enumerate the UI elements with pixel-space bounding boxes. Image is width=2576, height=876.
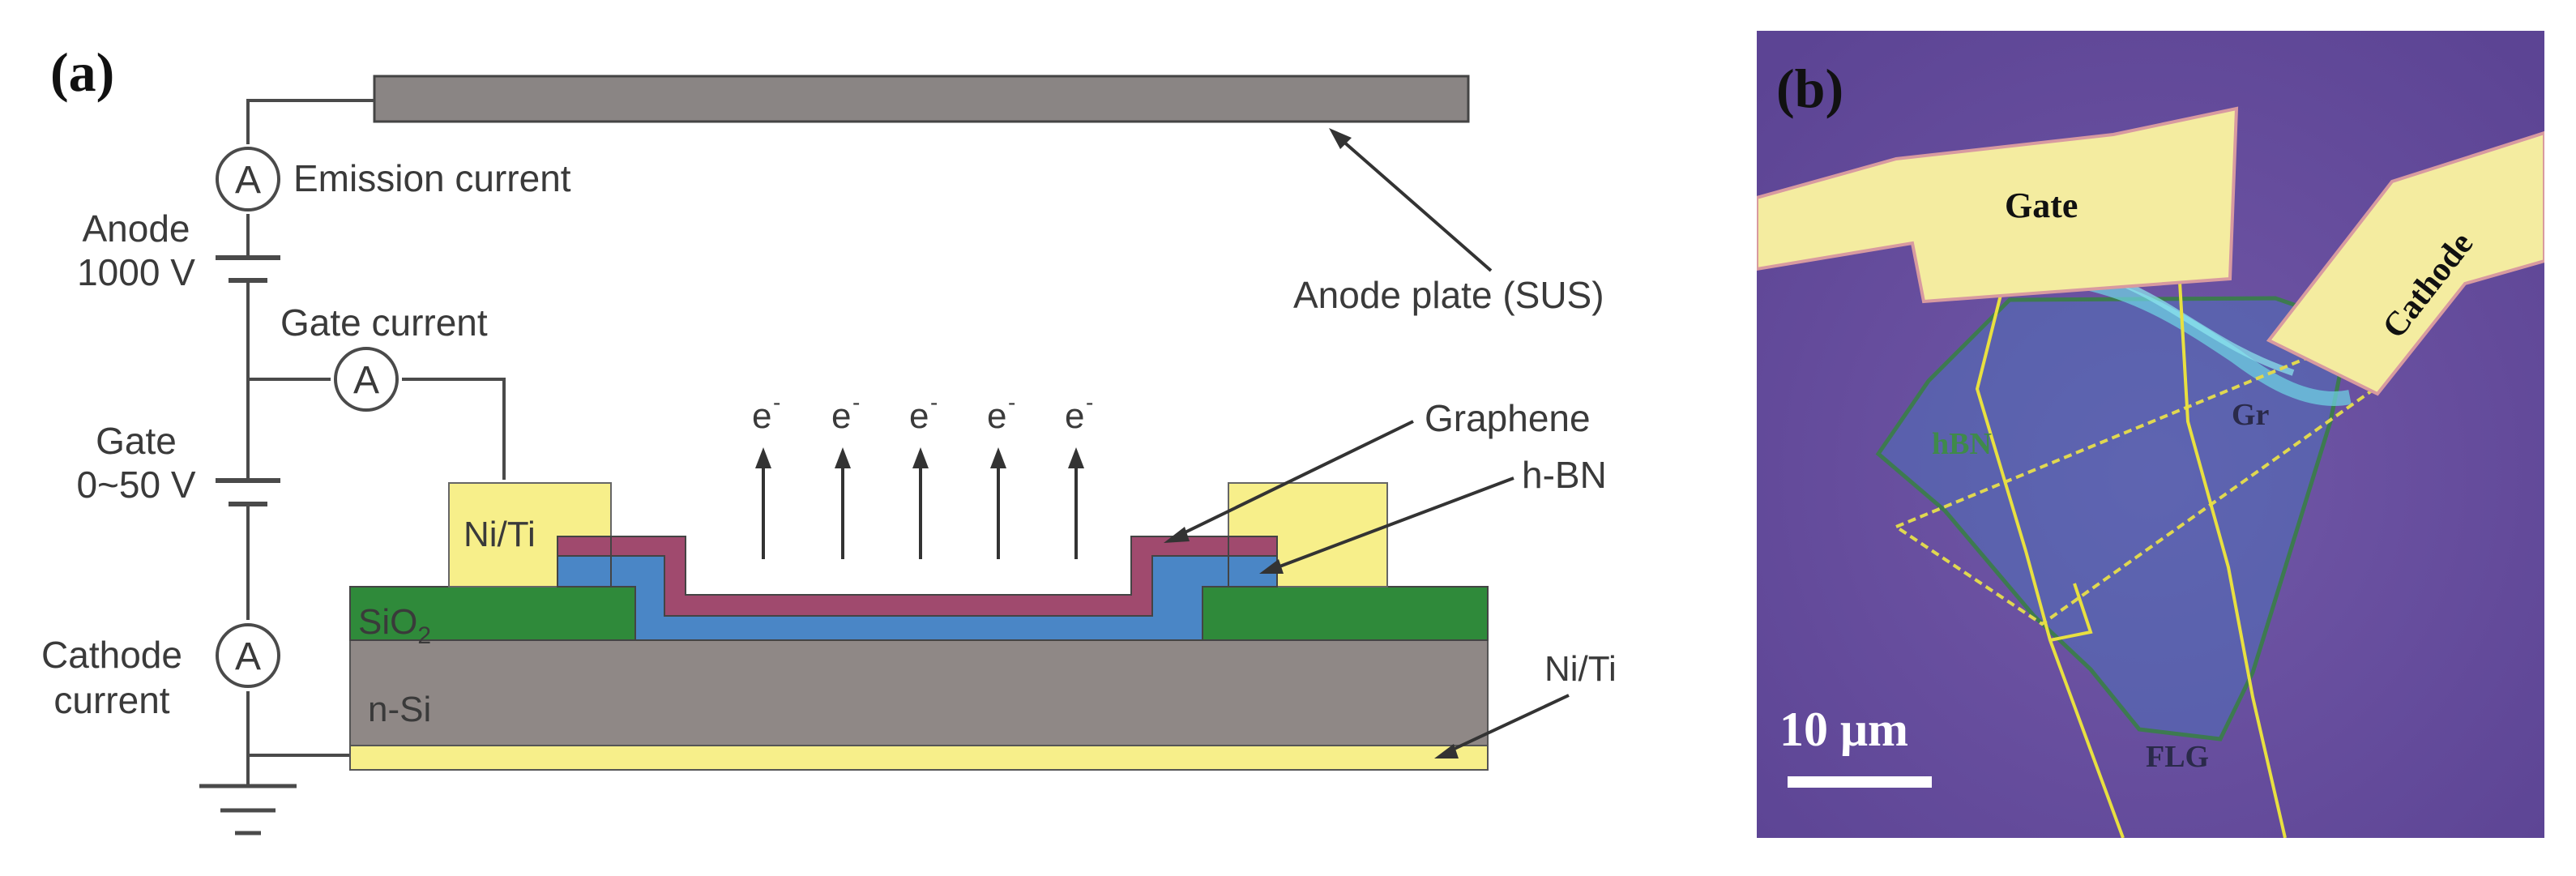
cathode-electrode bbox=[2266, 130, 2544, 396]
graphene-streak bbox=[2073, 273, 2352, 406]
scale-bar bbox=[1788, 776, 1932, 788]
svg-text:A: A bbox=[235, 635, 261, 678]
flg-label: FLG bbox=[2146, 740, 2209, 774]
panel-a-label: (a) bbox=[50, 41, 114, 103]
sio2-label: SiO2 bbox=[358, 602, 431, 649]
device-stack bbox=[349, 482, 1489, 771]
anode-battery bbox=[216, 255, 280, 283]
anode-plate-label: Anode plate (SUS) bbox=[1293, 274, 1604, 316]
cathode-current-line1: Cathode bbox=[41, 634, 182, 676]
hbn-label: h-BN bbox=[1522, 454, 1607, 496]
svg-text:A: A bbox=[235, 159, 261, 202]
gate-voltage-name: Gate bbox=[96, 420, 177, 462]
niti-bottom-label: Ni/Ti bbox=[1544, 649, 1617, 689]
panel-b: (b) Gate Cathode hBN Gr FLG 10 μm bbox=[1757, 31, 2544, 838]
ground-symbol bbox=[199, 784, 297, 835]
svg-text:-: - bbox=[773, 390, 780, 415]
svg-text:e: e bbox=[831, 396, 851, 436]
ammeter-gate: A bbox=[334, 347, 399, 412]
electron-emission: e- e- e- e- e- bbox=[752, 390, 1093, 559]
anode-plate bbox=[373, 75, 1470, 123]
niti-top-label: Ni/Ti bbox=[464, 515, 536, 554]
svg-text:A: A bbox=[353, 359, 379, 402]
electron-5: e- bbox=[1065, 390, 1093, 559]
nsi-layer bbox=[349, 639, 1489, 746]
gate-current-label: Gate current bbox=[280, 301, 488, 344]
svg-text:e: e bbox=[987, 396, 1006, 436]
ammeter-cathode: A bbox=[216, 623, 280, 688]
svg-text:-: - bbox=[1086, 390, 1093, 415]
svg-text:e: e bbox=[1065, 396, 1084, 436]
svg-text:e: e bbox=[909, 396, 929, 436]
electron-3: e- bbox=[909, 390, 938, 559]
sio2-right bbox=[1202, 586, 1489, 641]
ammeter-emission: A bbox=[216, 147, 280, 212]
svg-text:-: - bbox=[930, 390, 938, 415]
nsi-label: n-Si bbox=[368, 690, 431, 729]
bottom-niti-layer bbox=[349, 745, 1489, 771]
hbn-label: hBN bbox=[1932, 427, 1992, 461]
graphene-label: Graphene bbox=[1425, 397, 1591, 439]
flg-line-left bbox=[1975, 291, 2125, 838]
emission-current-label: Emission current bbox=[293, 157, 571, 199]
cathode-current-line2: current bbox=[53, 679, 169, 721]
gate-battery bbox=[216, 478, 280, 506]
svg-text:-: - bbox=[1008, 390, 1015, 415]
scale-bar-label: 10 μm bbox=[1779, 703, 1908, 756]
svg-text:e: e bbox=[752, 396, 771, 436]
electron-4: e- bbox=[987, 390, 1015, 559]
gate-electrode bbox=[1757, 106, 2239, 304]
gate-voltage-value: 0~50 V bbox=[76, 464, 195, 506]
circuit-wiring bbox=[246, 99, 506, 786]
panel-b-label: (b) bbox=[1776, 58, 1843, 119]
electron-1: e- bbox=[752, 390, 780, 559]
svg-text:-: - bbox=[852, 390, 860, 415]
flg-line-right bbox=[2178, 281, 2287, 838]
gate-label: Gate bbox=[2005, 186, 2078, 225]
gr-label: Gr bbox=[2232, 398, 2270, 432]
electron-2: e- bbox=[831, 390, 860, 559]
anode-voltage-name: Anode bbox=[82, 207, 190, 250]
panel-a: (a) bbox=[41, 41, 1617, 835]
anode-voltage-value: 1000 V bbox=[77, 251, 195, 293]
pointer-arrows bbox=[1164, 128, 1570, 758]
